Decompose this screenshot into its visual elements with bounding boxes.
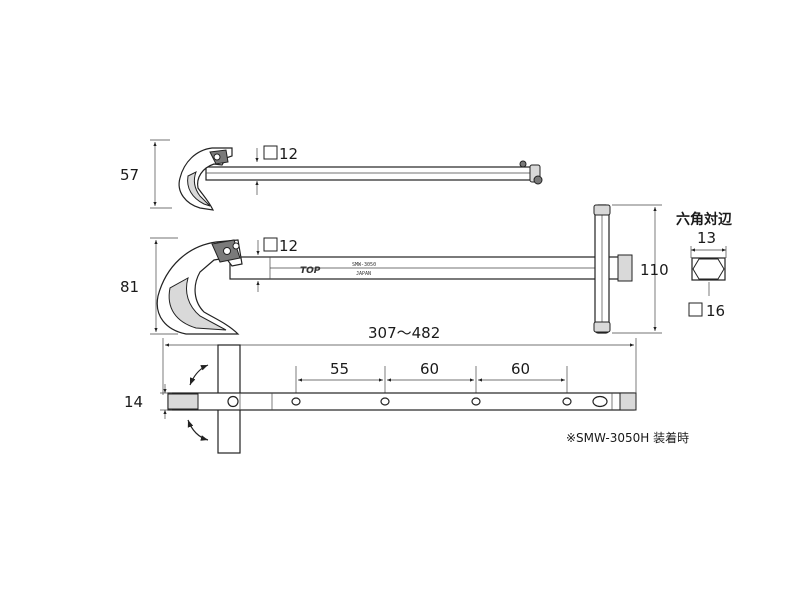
dim-mid-square: 12 bbox=[279, 237, 298, 255]
model-marking: SMW-3050 bbox=[352, 262, 376, 268]
dim-mid-height: 81 bbox=[120, 278, 139, 296]
dim-hex-size: 13 bbox=[697, 229, 716, 247]
origin-marking: JAPAN bbox=[356, 271, 371, 277]
square-symbol-icon bbox=[263, 237, 278, 252]
top-view: 57 12 bbox=[120, 139, 543, 211]
dim-interval-1: 55 bbox=[330, 360, 349, 378]
square-symbol-icon bbox=[688, 302, 703, 317]
logo-marking: TOP bbox=[300, 266, 321, 276]
hex-label: 六角対辺 bbox=[676, 211, 732, 228]
hex-detail: 六角対辺 13 16 bbox=[676, 211, 732, 320]
dim-top-square: 12 bbox=[279, 145, 298, 163]
dim-interval-2: 60 bbox=[420, 360, 439, 378]
rotate-arrow-icon bbox=[189, 364, 209, 386]
dim-top-height: 57 bbox=[120, 166, 139, 184]
dim-total-length: 307〜482 bbox=[368, 324, 440, 342]
dim-hex-square: 16 bbox=[706, 302, 725, 320]
bottom-view: 307〜482 55 60 60 14 bbox=[124, 324, 689, 454]
square-symbol-icon bbox=[263, 145, 278, 160]
dim-t-handle: 110 bbox=[640, 261, 669, 279]
dim-bottom-height: 14 bbox=[124, 393, 143, 411]
attachment-note: ※SMW-3050H 装着時 bbox=[566, 430, 689, 445]
rotate-arrow-icon bbox=[187, 419, 209, 441]
middle-view: TOP SMW-3050 JAPAN 81 12 110 bbox=[120, 204, 669, 335]
dim-interval-3: 60 bbox=[511, 360, 530, 378]
